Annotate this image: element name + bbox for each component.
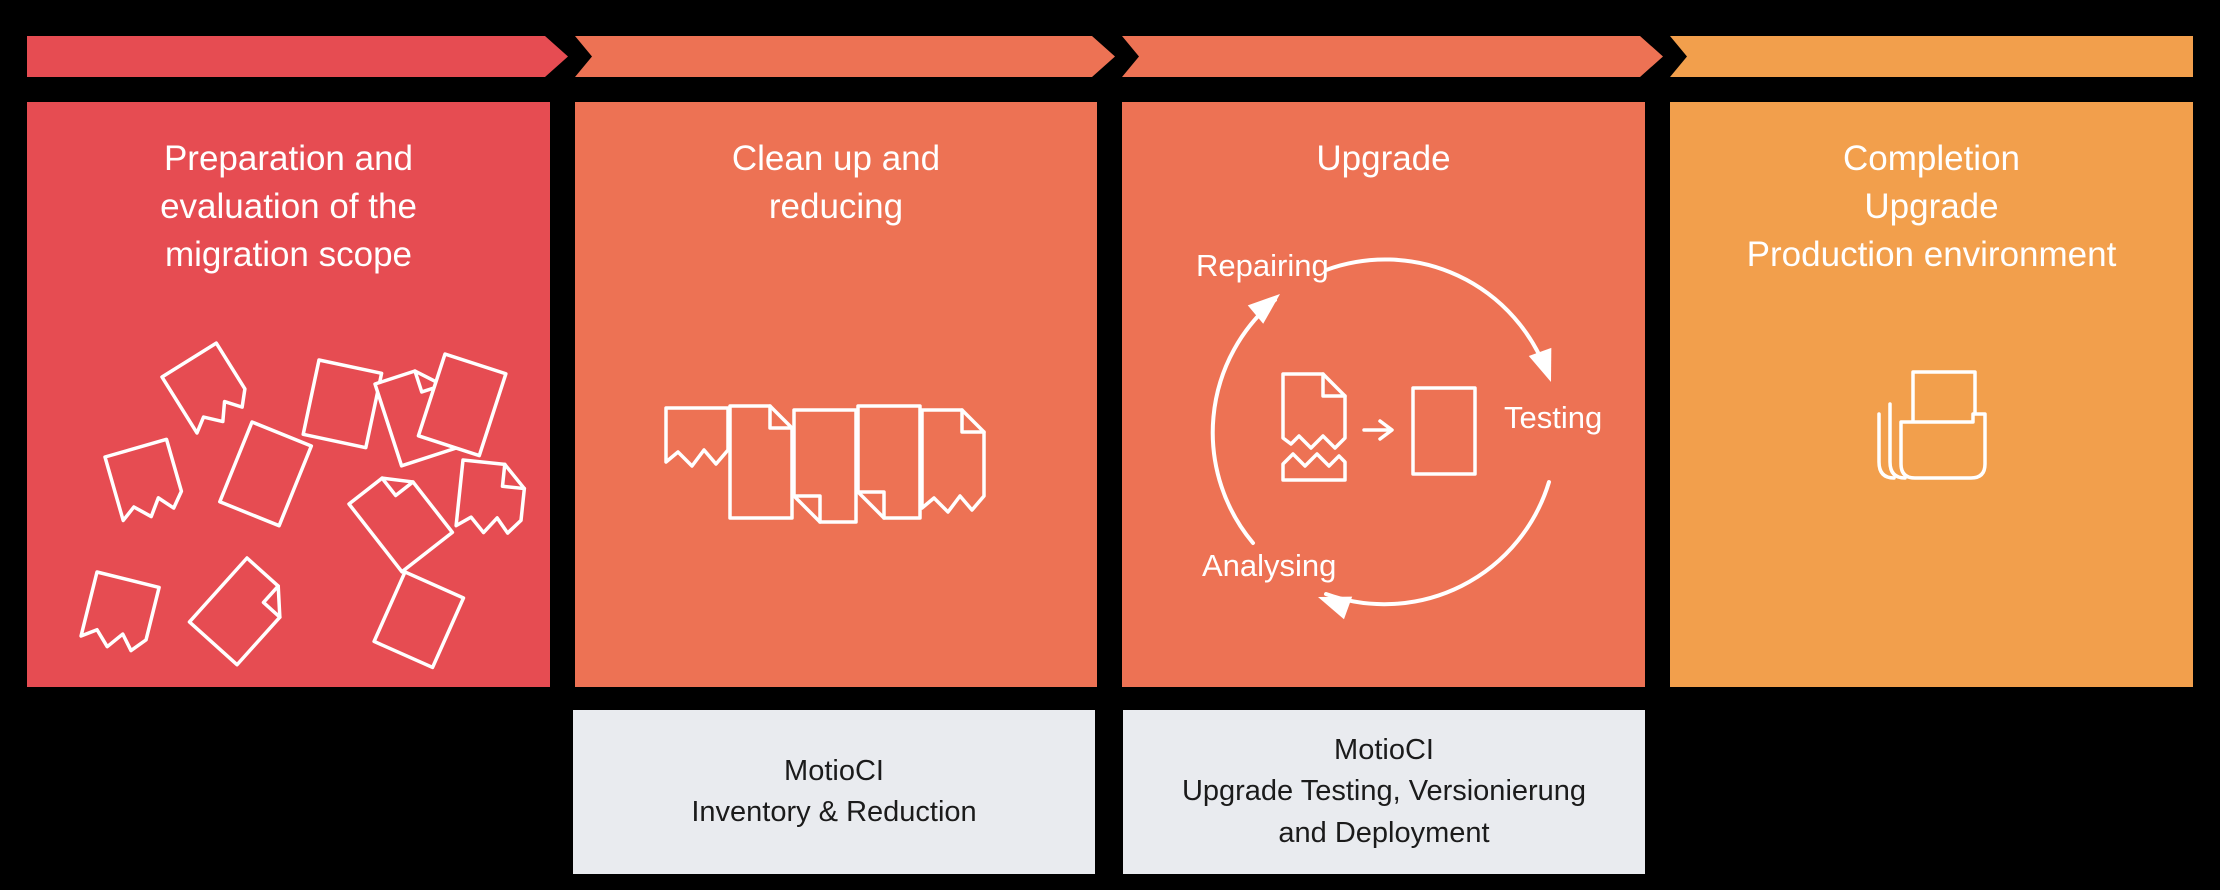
phase-title: Upgrade [1122, 135, 1645, 183]
cycle-label-repairing: Repairing [1196, 248, 1329, 283]
callout-line: MotioCI [1334, 734, 1434, 767]
cycle-label-testing: Testing [1504, 400, 1603, 435]
phase-panel-cleanup: Clean up and reducing [575, 102, 1097, 687]
callout-line: Inventory & Reduction [691, 796, 977, 828]
callout-motioci-upgrade: MotioCI Upgrade Testing, Versionierung a… [1123, 710, 1645, 874]
phase-title-line: migration scope [164, 234, 413, 274]
phase-title-line: Upgrade [1864, 186, 1999, 226]
callout-line: Upgrade Testing, Versionierung [1181, 775, 1587, 808]
phase-title: Clean up and reducing [575, 135, 1097, 231]
phase-title-line: Completion [1842, 139, 2021, 178]
phase-panel-upgrade: Upgrade Repairing Testing Analysing [1122, 102, 1645, 687]
broken-document-icon [1281, 372, 1347, 482]
phase-title-line: Clean up and [731, 139, 941, 178]
flow-arrow-segment-1 [27, 36, 568, 77]
flow-arrow-segment-3 [1122, 36, 1663, 77]
scattered-documents-icon [79, 341, 527, 670]
phase-title-line: evaluation of the [160, 186, 417, 226]
phase-panel-preparation: Preparation and evaluation of the migrat… [27, 102, 550, 687]
phase-title-line: reducing [768, 186, 904, 226]
callout-motioci-inventory: MotioCI Inventory & Reduction [573, 710, 1095, 874]
phase-title: Completion Upgrade Production environmen… [1670, 135, 2193, 279]
phase-title: Preparation and evaluation of the migrat… [27, 135, 550, 279]
repair-cycle-icon [1210, 257, 1552, 620]
repaired-document-icon [1411, 386, 1477, 476]
callout-line: and Deployment [1278, 816, 1490, 849]
callout-line: MotioCI [784, 754, 884, 787]
transform-arrow-icon [1362, 419, 1394, 441]
flow-arrow-segment-4 [1670, 36, 2193, 77]
document-row-icon [664, 404, 986, 524]
cycle-label-analysing: Analysing [1202, 548, 1337, 583]
phase-title-line: Production environment [1746, 234, 2117, 274]
flow-arrow-segment-2 [575, 36, 1115, 77]
phase-panel-completion: Completion Upgrade Production environmen… [1670, 102, 2193, 687]
phase-title-line: Preparation and [163, 139, 414, 178]
phase-title-line: Upgrade [1316, 139, 1451, 178]
folder-documents-icon [1877, 370, 1987, 480]
